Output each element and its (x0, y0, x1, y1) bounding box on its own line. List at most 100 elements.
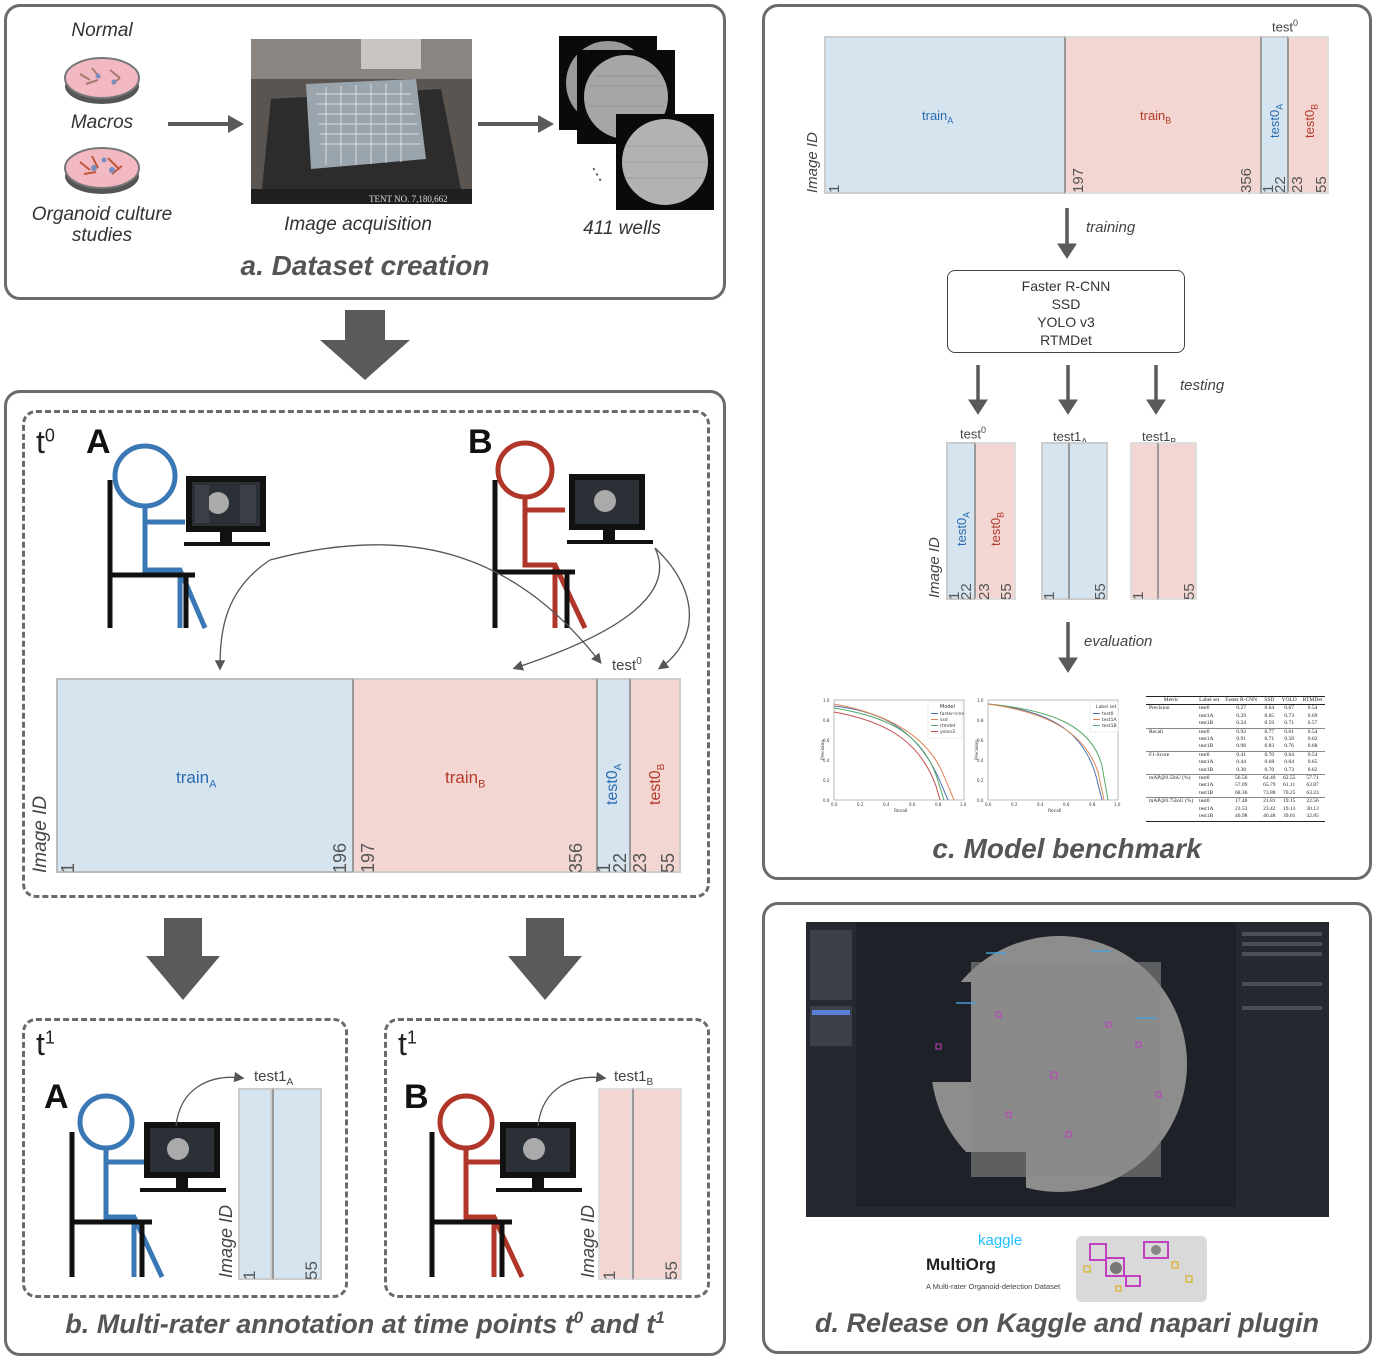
table-cell: mAP@0.5IoU (%) (1149, 775, 1191, 782)
svg-text:0.8: 0.8 (977, 718, 984, 723)
svg-text:0.0: 0.0 (831, 802, 838, 807)
c-test1b-tick-1: 1 (1130, 591, 1147, 600)
c-test0-b-segment (1287, 36, 1329, 194)
table-header-cell: SSD (1264, 697, 1275, 703)
svg-text:0.0: 0.0 (985, 802, 992, 807)
c-test-image-id-label: Image ID (926, 537, 943, 598)
panel-b-caption: b. Multi-rater annotation at time points… (65, 1308, 665, 1339)
c-train-b-segment (1064, 36, 1260, 194)
table-cell: 63.87 (1306, 782, 1319, 789)
table-cell (1146, 713, 1196, 720)
big-arrow-to-t1-b (508, 918, 582, 1000)
t0-assignment-arrows (214, 544, 690, 671)
b-tick-23: 23 (630, 852, 650, 873)
rater-b-figure (492, 440, 653, 630)
microscope-photo: TENT NO. 7,180,662 (251, 39, 472, 204)
c-test1a-tick-55: 55 (1092, 583, 1109, 600)
c-test0-a-segment (1260, 36, 1287, 194)
svg-text:0.2: 0.2 (823, 778, 830, 783)
table-cell: 0.65 (1264, 712, 1275, 719)
table-cell: 0.29 (1236, 712, 1246, 719)
table-cell: 39.01 (1282, 813, 1296, 820)
t1-a-tick-55: 55 (302, 1261, 321, 1280)
svg-text:1.0: 1.0 (823, 698, 830, 703)
b-train-a-segment (56, 678, 352, 873)
table-cell: 0.71 (1284, 720, 1294, 727)
table-cell: test1A (1199, 712, 1214, 719)
svg-text:ssd: ssd (940, 717, 948, 723)
table-cell (1146, 767, 1196, 775)
t1-b-label: t1 (398, 1026, 417, 1062)
table-cell: 0.54 (1307, 751, 1318, 758)
b-test0-b-segment (629, 678, 681, 873)
t1-box-a (22, 1018, 348, 1298)
table-cell: 73.88 (1263, 789, 1276, 796)
rater-a-figure (107, 443, 270, 629)
table-header-cell: Faster R-CNN (1225, 697, 1258, 703)
t1-a-arrow (175, 1071, 245, 1127)
c-model-rtmdet: RTMDet (1040, 332, 1092, 348)
svg-text:0.8: 0.8 (935, 802, 942, 807)
table-cell: 0.73 (1284, 766, 1294, 773)
table-cell: 0.68 (1307, 743, 1318, 750)
svg-text:Recall: Recall (1048, 808, 1061, 814)
b-tick-22: 22 (610, 852, 630, 873)
source-organoid-label-1: Organoid culture (31, 204, 173, 225)
svg-text:Recall: Recall (894, 808, 907, 814)
wells-count-label: 411 wells (583, 218, 661, 239)
svg-text:1.0: 1.0 (977, 698, 984, 703)
t1-a-bar-right (272, 1088, 322, 1280)
table-cell: 23.42 (1263, 805, 1276, 812)
flow-arrow-1 (168, 115, 244, 133)
t1-b-arrow (537, 1071, 607, 1127)
table-cell: 0.27 (1236, 705, 1246, 712)
b-tick-197: 197 (358, 842, 378, 873)
c-pr-plot-label-sets: Label set test0 test1A test1B Precision … (974, 698, 1121, 814)
table-cell: 0.57 (1307, 720, 1318, 727)
table-cell: test1A (1199, 736, 1214, 743)
panel-a-caption: a. Dataset creation (240, 250, 490, 281)
b-tick-1: 1 (58, 862, 78, 873)
svg-text:Precision: Precision (974, 740, 980, 760)
b-tick-196: 196 (330, 842, 350, 873)
multiorg-subtitle: A Multi-rater Organoid-detection Dataset (926, 1282, 1061, 1291)
table-cell: 0.41 (1236, 751, 1246, 758)
table-cell: 68.36 (1234, 789, 1248, 796)
table-cell: 23.53 (1234, 805, 1248, 812)
napari-screenshot (806, 922, 1329, 1217)
table-cell: test1A (1199, 759, 1214, 766)
kaggle-dataset-thumbnail (1076, 1236, 1207, 1302)
c-model-ssd: SSD (1051, 296, 1081, 312)
table-cell: 0.92 (1236, 728, 1246, 735)
table-cell (1146, 790, 1196, 798)
big-arrow-a-to-b (320, 310, 410, 380)
table-cell: 0.77 (1264, 728, 1275, 735)
table-cell: test0 (1199, 751, 1210, 758)
svg-text:0.2: 0.2 (857, 802, 864, 807)
table-cell: 0.58 (1284, 736, 1294, 743)
big-arrow-to-t1-a (146, 918, 220, 1000)
table-cell: 0.64 (1284, 759, 1294, 766)
source-organoid-label-2: studies (71, 225, 133, 246)
t1-a-image-id-label: Image ID (216, 1204, 236, 1278)
svg-text:Label set: Label set (1096, 704, 1117, 710)
table-cell: 56.56 (1234, 775, 1248, 782)
table-cell (1146, 782, 1196, 789)
svg-text:test1B: test1B (1102, 723, 1117, 729)
table-cell: test1A (1199, 782, 1214, 789)
table-cell: 19.15 (1282, 798, 1296, 805)
c-test0-bar-a (946, 442, 974, 600)
b-test0-a-label: test0A (604, 763, 625, 805)
table-cell: 0.68 (1264, 759, 1275, 766)
svg-text:0.4: 0.4 (883, 802, 890, 807)
t1-rater-b-label: B (404, 1078, 429, 1116)
table-cell: 0.61 (1284, 728, 1294, 735)
table-cell: F1-Score (1149, 751, 1170, 758)
